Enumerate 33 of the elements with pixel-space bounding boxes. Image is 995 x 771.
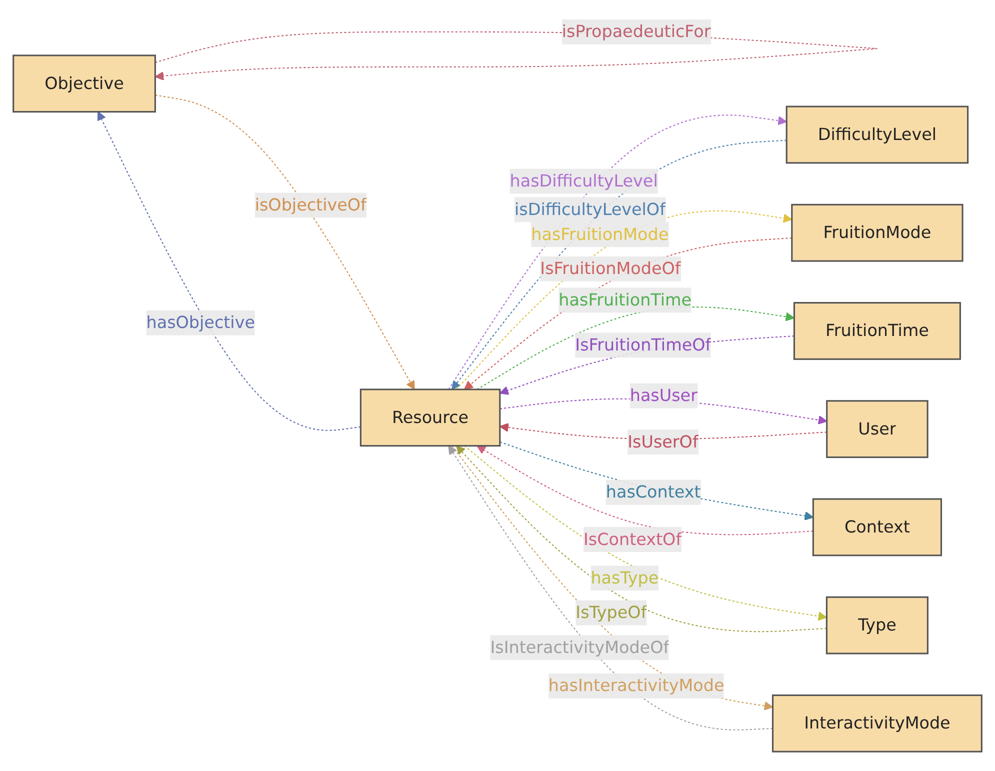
arrow xyxy=(456,210,792,390)
edge-label: hasFruitionMode xyxy=(531,224,669,244)
arrow xyxy=(155,94,415,390)
arrow xyxy=(500,441,814,520)
node-box: FruitionTime xyxy=(793,302,961,360)
edge-label: IsContextOf xyxy=(584,529,682,549)
edge-label: IsFruitionTimeOf xyxy=(575,334,712,355)
edge-label: hasContext xyxy=(606,482,701,502)
edge-label: isObjectiveOf xyxy=(254,194,366,215)
edge-label: hasObjective xyxy=(146,312,255,332)
node-box: DifficultyLevel xyxy=(786,106,969,164)
edge-label: hasFruitionTime xyxy=(558,290,692,310)
edge-label: hasUser xyxy=(630,385,698,406)
node-box: FruitionMode xyxy=(791,204,964,262)
node-box: InteractivityMode xyxy=(772,694,982,752)
node-box: User xyxy=(826,400,928,458)
edge-label: IsUserOf xyxy=(628,432,698,452)
node-box: Objective xyxy=(12,54,156,113)
edge-label: isDifficultyLevelOf xyxy=(514,199,666,220)
arrow xyxy=(97,111,361,431)
arrow xyxy=(476,306,795,390)
edge-label: IsInteractivityModeOf xyxy=(490,637,670,658)
edge-label: hasInteractivityMode xyxy=(548,675,724,696)
edge-label: isPropaedeuticFor xyxy=(562,21,711,42)
edge-label: IsFruitionModeOf xyxy=(540,258,681,278)
node-box: Type xyxy=(826,596,928,654)
node-box: Context xyxy=(812,498,942,556)
edge-label: hasDifficultyLevel xyxy=(510,170,658,191)
arrow xyxy=(476,445,814,536)
edge-label: hasType xyxy=(590,568,659,588)
node-box: Resource xyxy=(360,388,501,447)
arrow xyxy=(464,238,792,390)
edge-label: IsTypeOf xyxy=(576,602,647,622)
